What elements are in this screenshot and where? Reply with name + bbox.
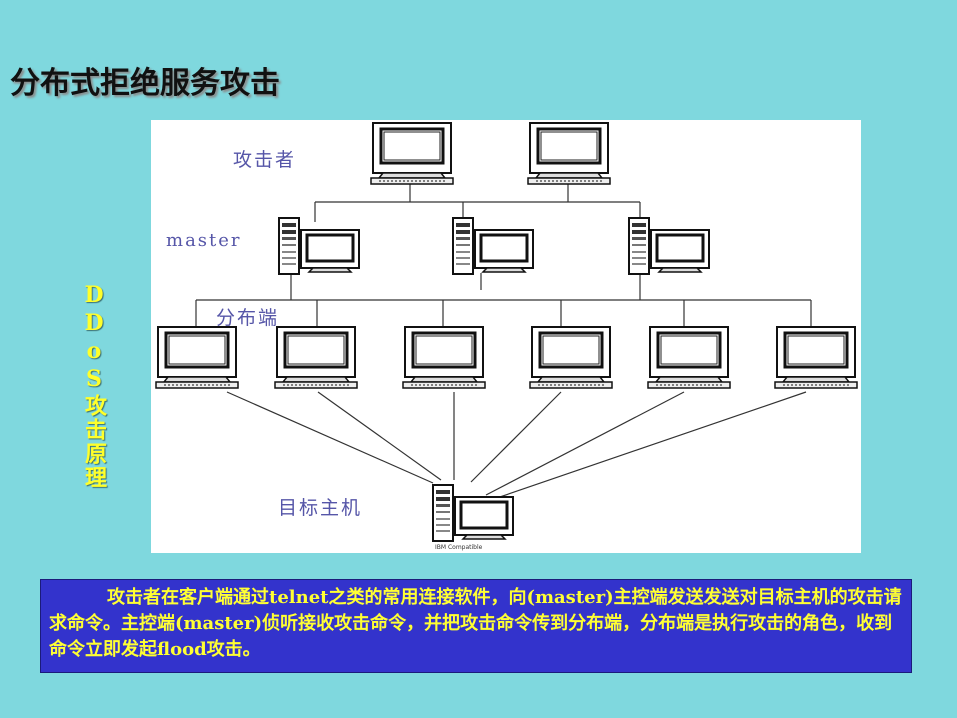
ddos-principle-label: DDoS攻击原理 [81, 282, 107, 490]
agent-computer-6 [773, 325, 859, 390]
connection-lines [195, 181, 812, 501]
attacker-computer-2 [526, 121, 612, 186]
master-computer-1 [277, 216, 361, 276]
target-label: 目标主机 [278, 497, 363, 519]
master-computer-3 [627, 216, 711, 276]
agent-computer-1 [154, 325, 240, 390]
attacker-computer-1 [369, 121, 455, 186]
agent-computer-4 [528, 325, 614, 390]
agent-computer-2 [273, 325, 359, 390]
page-title: 分布式拒绝服务攻击 [10, 66, 280, 101]
ddos-topology-svg: IBM Compatible [154, 121, 859, 551]
ddos-diagram: IBM Compatible 攻击者 master 分布端 目标主机 [151, 120, 861, 553]
agents-label: 分布端 [216, 307, 280, 329]
target-caption: IBM Compatible [435, 544, 483, 551]
agent-computer-5 [646, 325, 732, 390]
attacker-label: 攻击者 [233, 149, 297, 171]
agent-computer-3 [401, 325, 487, 390]
master-computer-2 [451, 216, 535, 276]
target-computer [431, 483, 515, 543]
explanation-text: 攻击者在客户端通过telnet之类的常用连接软件，向(master)主控端发送发… [40, 579, 912, 673]
master-label: master [166, 230, 242, 251]
